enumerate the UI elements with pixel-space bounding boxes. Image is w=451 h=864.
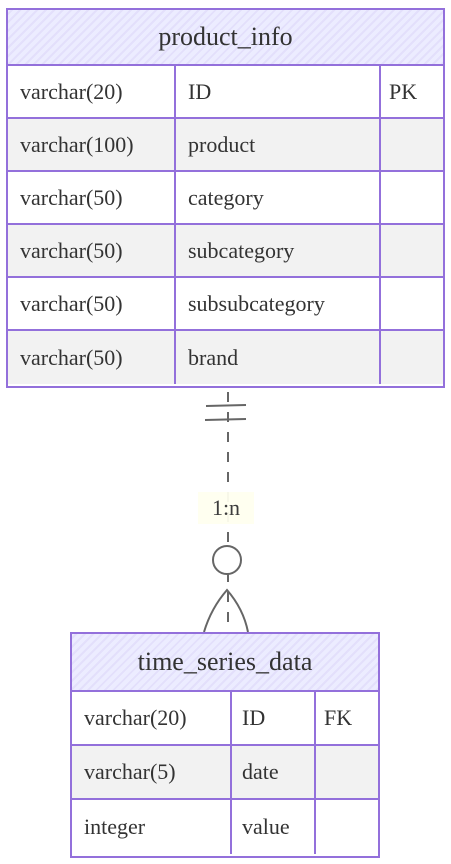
attribute-name: ID — [232, 692, 316, 744]
relationship-label: 1:n — [198, 492, 254, 524]
attribute-key — [316, 800, 378, 854]
entity-title: time_series_data — [72, 634, 378, 692]
attribute-type: varchar(20) — [72, 692, 232, 744]
attribute-type: varchar(50) — [8, 278, 176, 329]
entity-title: product_info — [8, 10, 443, 66]
cardinality-zero-circle — [212, 545, 242, 575]
attribute-row: integer value — [72, 800, 378, 854]
attribute-type: varchar(50) — [8, 225, 176, 276]
attribute-name: ID — [176, 66, 381, 117]
attribute-type: varchar(100) — [8, 119, 176, 170]
entity-product-info: product_info varchar(20) ID PK varchar(1… — [6, 8, 445, 388]
attribute-name: brand — [176, 331, 381, 384]
attribute-name: subcategory — [176, 225, 381, 276]
attribute-name: date — [232, 746, 316, 798]
attribute-key: FK — [324, 705, 353, 730]
attribute-row: varchar(20) ID FK — [72, 692, 378, 746]
attribute-name: value — [232, 800, 316, 854]
attribute-key — [316, 746, 378, 798]
cardinality-one-bar — [204, 418, 247, 421]
attribute-row: varchar(5) date — [72, 746, 378, 800]
attribute-row: varchar(50) subsubcategory — [8, 278, 443, 331]
attribute-type: varchar(20) — [8, 66, 176, 117]
attribute-row: varchar(50) subcategory — [8, 225, 443, 278]
entity-time-series-data: time_series_data varchar(20) ID FK varch… — [70, 632, 380, 858]
attribute-row: varchar(50) brand — [8, 331, 443, 384]
attribute-name: category — [176, 172, 381, 223]
attribute-type: integer — [72, 800, 232, 854]
attribute-row: varchar(100) product — [8, 119, 443, 172]
cardinality-one-bar — [205, 404, 247, 407]
attribute-type: varchar(50) — [8, 172, 176, 223]
attribute-row: varchar(20) ID PK — [8, 66, 443, 119]
attribute-name: subsubcategory — [176, 278, 381, 329]
attribute-key: PK — [389, 78, 418, 104]
attribute-type: varchar(5) — [72, 746, 232, 798]
cardinality-many-crowfoot — [203, 588, 249, 633]
attribute-type: varchar(50) — [8, 331, 176, 384]
attribute-row: varchar(50) category — [8, 172, 443, 225]
attribute-name: product — [176, 119, 381, 170]
